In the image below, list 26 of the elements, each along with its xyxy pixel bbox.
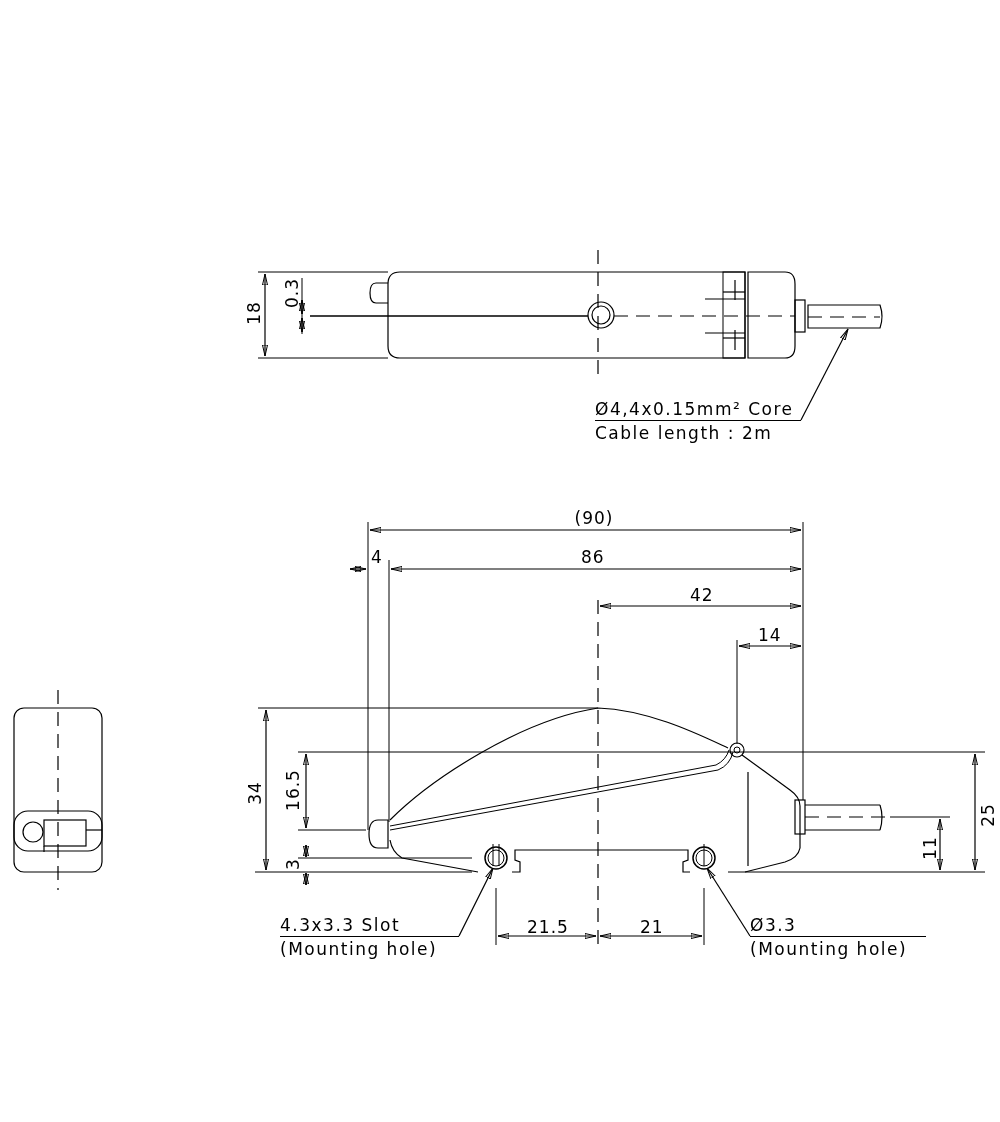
leader-line <box>706 867 751 937</box>
dimension-label: 42 <box>690 585 714 605</box>
dimension-label: (90) <box>574 508 614 528</box>
mounting-hole <box>692 843 716 870</box>
callout-text: Ø4,4x0.15mm² Core <box>595 399 801 421</box>
mounting-slot <box>484 843 508 870</box>
callout-text: Ø3.3 <box>750 915 926 937</box>
callout-subtext: (Mounting hole) <box>280 938 439 959</box>
dimension-label: 21.5 <box>527 917 569 937</box>
dimension-label: 86 <box>581 547 605 567</box>
cable <box>807 304 883 329</box>
callout-text: 4.3x3.3 Slot <box>280 915 459 937</box>
dimension-label: 14 <box>758 625 782 645</box>
callout-subtext: (Mounting hole) <box>750 938 909 959</box>
dimension-label: 18 <box>243 301 264 325</box>
leader-line <box>800 328 849 421</box>
dimension-label: 3 <box>282 858 303 870</box>
leader-line <box>458 867 494 937</box>
dimension-label: 0.3 <box>282 278 302 308</box>
dimension-label: 34 <box>244 781 265 805</box>
dimension-label: 25 <box>977 803 998 827</box>
dimension-label: 4 <box>371 547 383 567</box>
dimension-label: 21 <box>640 917 664 937</box>
callout-subtext: Cable length : 2m <box>595 422 774 443</box>
dimension-label: 11 <box>919 836 940 860</box>
dimension-label: 16.5 <box>282 769 303 811</box>
